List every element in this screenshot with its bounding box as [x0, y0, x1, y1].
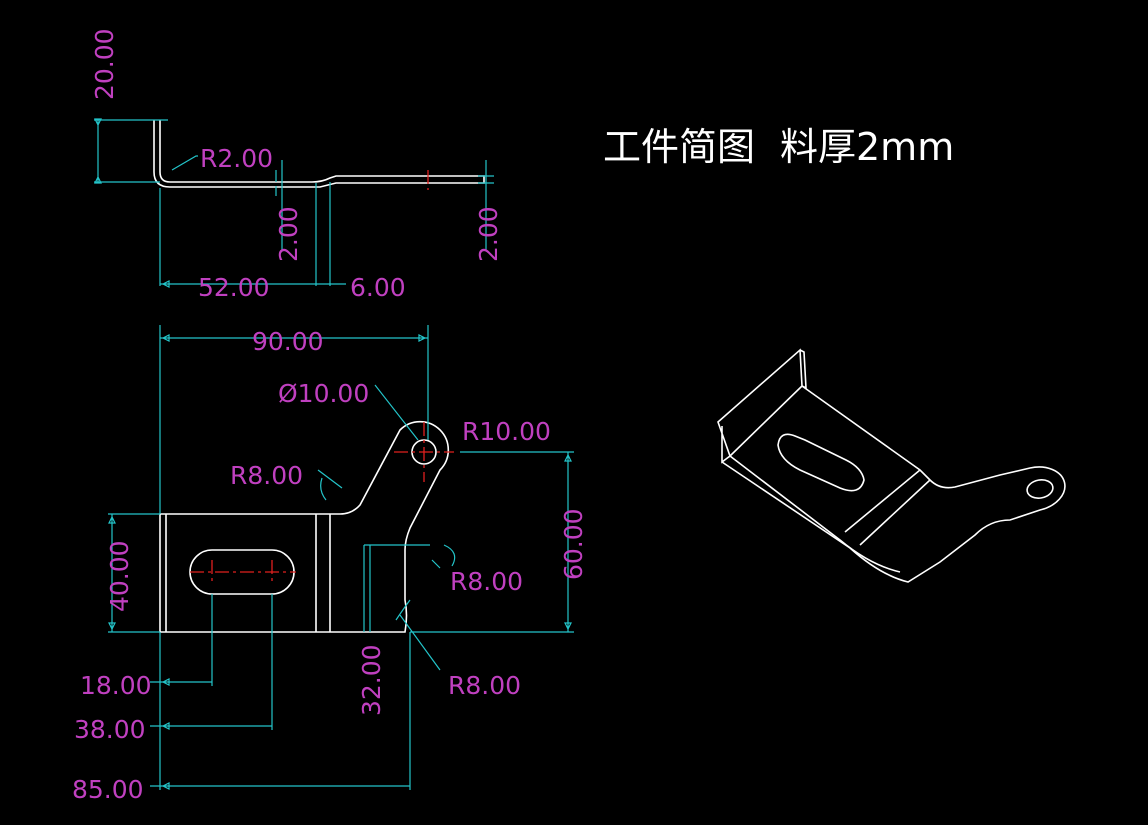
dim-len-85: 85.00	[72, 775, 144, 804]
dim-radius-8-inner: R8.00	[450, 567, 523, 596]
dim-height-40: 40.00	[105, 540, 134, 612]
dim-radius-8-upper: R8.00	[230, 461, 303, 490]
flat-view-dim-lines	[108, 325, 574, 790]
iso-base-inner	[729, 455, 931, 573]
dim-radius-8-lower: R8.00	[448, 671, 521, 700]
dim-height-60: 60.00	[559, 508, 588, 580]
iso-base-plate	[721, 385, 1066, 583]
flat-view-bend-lines	[165, 514, 331, 632]
flat-view: 90.00 Ø10.00 R10.00 R8.00 R8.00 R8.00 60…	[72, 325, 588, 804]
isometric-view	[717, 348, 1066, 583]
side-view: 20.00 R2.00 2.00 2.00 52.00 6.00	[90, 28, 503, 302]
dim-len-52: 52.00	[198, 273, 270, 302]
flat-view-radius-arcs	[320, 477, 456, 621]
dim-height-32: 32.00	[357, 644, 386, 716]
iso-hole	[1026, 479, 1054, 499]
flat-view-outline	[159, 420, 450, 633]
dim-len-6: 6.00	[350, 273, 406, 302]
title-part-name: 工件简图	[603, 125, 755, 169]
title-thickness: 料厚2mm	[780, 125, 954, 169]
side-view-dim-lines	[94, 118, 494, 288]
dim-height-20: 20.00	[90, 28, 119, 100]
dim-radius-10: R10.00	[462, 417, 551, 446]
iso-upright-flange	[717, 348, 807, 464]
iso-slot	[777, 433, 865, 492]
dim-len-18: 18.00	[80, 671, 152, 700]
dim-radius-2: R2.00	[200, 144, 273, 173]
dim-len-38: 38.00	[74, 715, 146, 744]
dim-width-90: 90.00	[252, 327, 324, 356]
flat-view-center-lines	[190, 422, 454, 584]
dim-thick-left: 2.00	[274, 206, 303, 262]
dim-thick-right: 2.00	[474, 206, 503, 262]
dim-hole-dia: Ø10.00	[278, 379, 369, 408]
